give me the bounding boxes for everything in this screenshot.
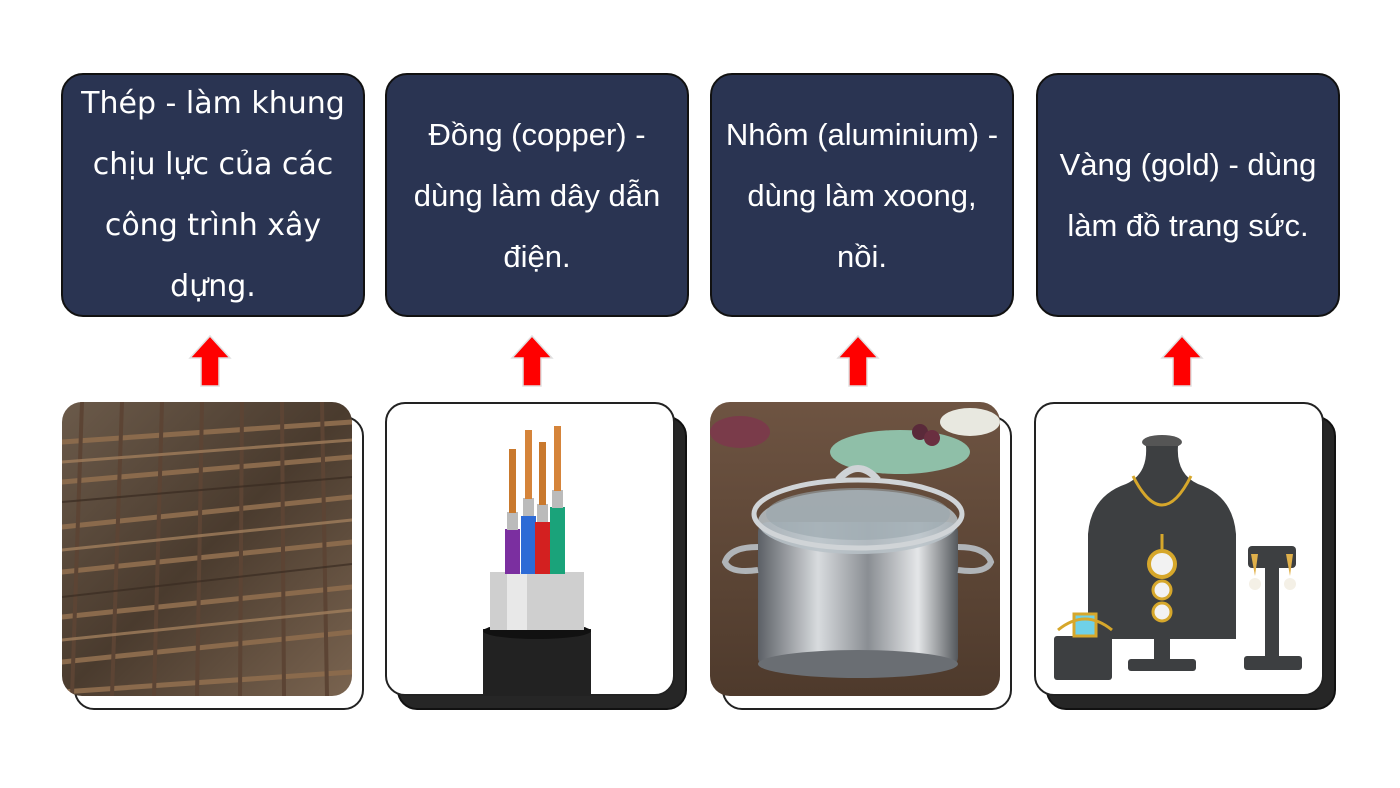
up-arrow-icon [510, 334, 554, 387]
card-gold-text: Vàng (gold) - dùng làm đồ trang sức. [1059, 147, 1317, 243]
card-copper: Đồng (copper) - dùng làm dây dẫn điện. [385, 73, 689, 317]
up-arrow-icon [1160, 334, 1204, 387]
card-aluminium-text: Nhôm (aluminium) - dùng làm xoong, nồi. [725, 116, 999, 274]
steel-rebar-cage-image [62, 402, 352, 696]
card-gold: Vàng (gold) - dùng làm đồ trang sức. [1036, 73, 1340, 317]
copper-cable-image [385, 402, 675, 696]
up-arrow-icon [188, 334, 232, 387]
card-steel-text: Thép - làm khung chịu lực của các công t… [81, 86, 345, 304]
aluminium-pot-image [710, 402, 1000, 696]
image-frame-copper [385, 402, 687, 710]
image-frame-steel [62, 402, 364, 710]
image-frame-aluminium [710, 402, 1012, 710]
card-copper-text: Đồng (copper) - dùng làm dây dẫn điện. [413, 116, 661, 274]
card-steel: Thép - làm khung chịu lực của các công t… [61, 73, 365, 317]
up-arrow-icon [836, 334, 880, 387]
gold-jewelry-image [1034, 402, 1324, 696]
card-aluminium: Nhôm (aluminium) - dùng làm xoong, nồi. [710, 73, 1014, 317]
image-frame-gold [1034, 402, 1336, 710]
